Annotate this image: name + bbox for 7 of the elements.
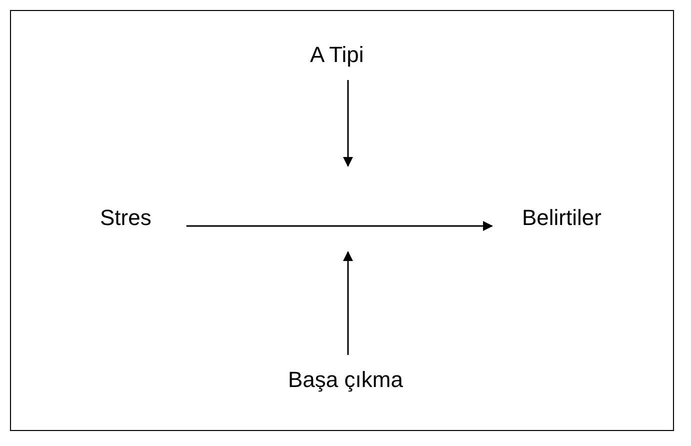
node-label: Belirtiler <box>522 205 602 231</box>
arrow <box>343 251 353 355</box>
arrow <box>343 80 353 167</box>
node-label: Stres <box>100 205 152 231</box>
node-label: Başa çıkma <box>288 367 403 393</box>
arrow <box>186 221 493 231</box>
node-label: A Tipi <box>310 42 364 68</box>
